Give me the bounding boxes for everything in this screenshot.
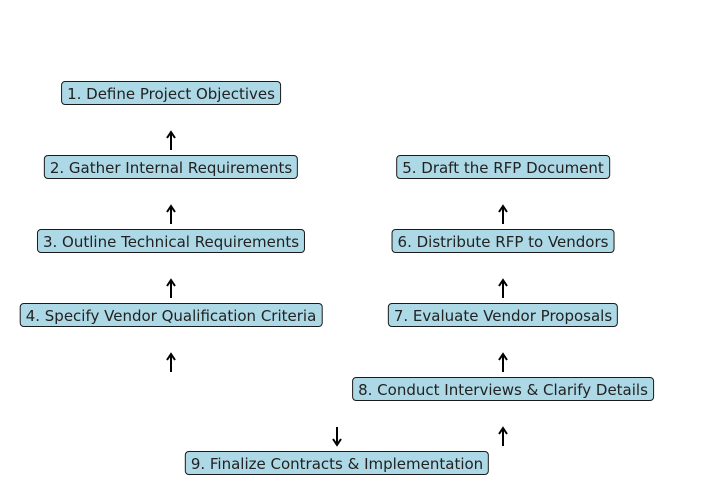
step-5-box: 5. Draft the RFP Document bbox=[396, 155, 610, 179]
up-arrow-icon bbox=[166, 278, 176, 298]
up-arrow-icon bbox=[166, 352, 176, 372]
up-arrow-icon bbox=[166, 204, 176, 224]
step-9-box: 9. Finalize Contracts & Implementation bbox=[184, 451, 490, 475]
step-1-box: 1. Define Project Objectives bbox=[61, 81, 281, 105]
down-arrow-icon bbox=[332, 427, 342, 447]
up-arrow-icon bbox=[166, 130, 176, 150]
up-arrow-icon bbox=[498, 204, 508, 224]
step-3-box: 3. Outline Technical Requirements bbox=[36, 229, 306, 253]
up-arrow-icon bbox=[498, 426, 508, 446]
step-7-box: 7. Evaluate Vendor Proposals bbox=[387, 303, 619, 327]
up-arrow-icon bbox=[498, 278, 508, 298]
up-arrow-icon bbox=[498, 352, 508, 372]
step-2-box: 2. Gather Internal Requirements bbox=[43, 155, 299, 179]
step-6-box: 6. Distribute RFP to Vendors bbox=[391, 229, 615, 253]
step-4-box: 4. Specify Vendor Qualification Criteria bbox=[19, 303, 323, 327]
step-8-box: 8. Conduct Interviews & Clarify Details bbox=[352, 377, 654, 401]
